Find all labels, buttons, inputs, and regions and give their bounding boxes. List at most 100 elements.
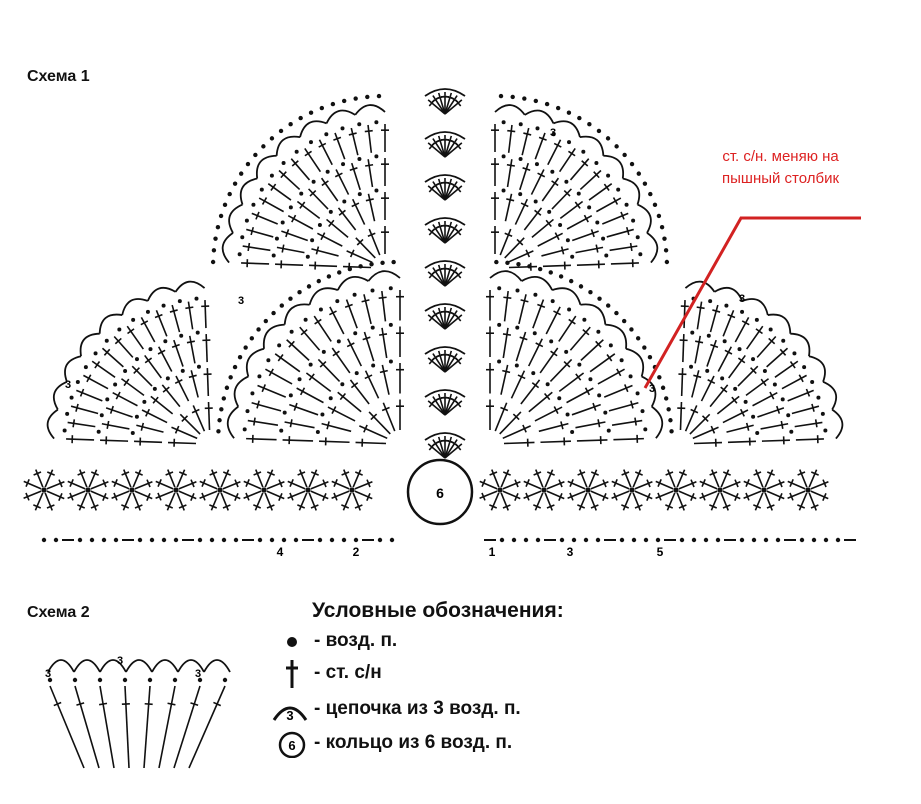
double-crochet-stitch [432,267,446,287]
double-crochet-stitch [220,469,230,488]
stitch-bar [201,492,206,501]
chain-dot [664,396,669,401]
stitch-bar [146,479,151,488]
double-crochet-stitch [210,492,220,511]
chain-arc [424,88,466,97]
double-crochet-stitch [176,469,186,488]
chain-dot [325,169,330,174]
chain-dot [297,290,302,295]
double-crochet-stitch [502,327,509,359]
stitch-bar [789,479,794,488]
chain-dot [810,379,815,384]
double-crochet-stitch [437,221,446,244]
double-crochet-stitch [519,162,530,191]
chain-dot [566,110,572,115]
chain-arc [203,659,231,673]
chain-arc [121,298,149,316]
stitch-bar [590,504,599,509]
double-crochet-stitch [444,221,453,244]
chain-dot [514,363,519,368]
double-crochet-stitch [595,197,622,213]
chain-dot [215,224,221,230]
double-crochet-stitch [499,228,512,256]
chain-dot [558,223,563,228]
chain-arc [424,131,466,140]
double-crochet-stitch [134,481,153,490]
chain-dot [789,429,794,434]
chain-dot [250,391,255,396]
double-crochet-stitch [808,492,817,511]
double-crochet-stitch [528,391,553,413]
chain-dot [288,121,293,127]
stitch-bar [188,374,197,379]
chain-dot [594,160,599,165]
double-crochet-stitch [363,294,372,325]
chain-dot [635,235,640,240]
double-crochet-stitch [141,409,168,424]
double-crochet-stitch [67,490,86,499]
chain-dot [104,338,109,343]
chain-dot [77,537,83,543]
chain-dot [501,154,506,159]
stitch-bar [261,197,268,205]
chain-arc [637,203,652,234]
stitch-bar [727,313,736,319]
double-crochet-stitch [589,353,616,373]
chain-dot [83,365,88,370]
double-crochet-stitch [355,441,387,445]
chain-dot [518,192,523,197]
chain-dot [298,115,303,121]
stitch-bar [280,171,287,179]
chain-dot [217,487,223,493]
stitch-bar [657,479,662,488]
stitch-bar [613,479,618,488]
chain-3-mark: 3 [649,383,655,395]
chain-dot [606,173,611,178]
row-number: 3 [567,545,574,559]
stitch-bar [234,479,239,488]
double-crochet-stitch [46,490,65,500]
chain-dot [549,339,554,344]
double-crochet-stitch [787,490,806,499]
double-crochet-stitch [437,393,446,416]
chain-dot [587,205,592,210]
stitch-bar [514,479,519,488]
chain-dot [277,343,282,348]
chain-arc [489,270,523,282]
double-crochet-stitch [676,469,686,488]
chain-dot [577,115,582,121]
stitch-bar [502,369,511,374]
chain-dot [316,278,321,284]
stitch-bar [778,492,783,501]
stitch-bar [797,471,806,476]
stitch-bar [69,492,74,501]
stitch-bar [90,504,99,509]
double-crochet-stitch [444,138,458,158]
double-crochet-stitch [743,490,762,499]
double-crochet-stitch [274,353,301,373]
stitch-bar [798,374,804,383]
double-crochet-stitch [427,400,446,416]
chain-dot [289,329,294,334]
chain-dot [551,132,556,137]
double-crochet-stitch [173,685,201,769]
chain-dot [357,156,362,161]
chain-dot [501,120,506,125]
double-crochet-stitch [331,490,350,499]
double-crochet-stitch [694,335,702,364]
stitch-bar [364,129,373,133]
double-crochet-stitch [534,406,563,422]
double-crochet-stitch [354,481,373,490]
chain-dot [647,354,653,360]
double-crochet-stitch [367,124,373,153]
chain-dot [245,161,251,167]
stitch-bar [481,479,486,488]
chain-dot [113,382,118,387]
chain-dot [724,303,729,308]
stitch-bar [553,406,559,415]
fan-group [46,93,844,447]
double-crochet-stitch [188,335,196,364]
chain-dot [739,537,745,543]
double-crochet-stitch [634,490,653,500]
chain-dot [129,487,135,493]
